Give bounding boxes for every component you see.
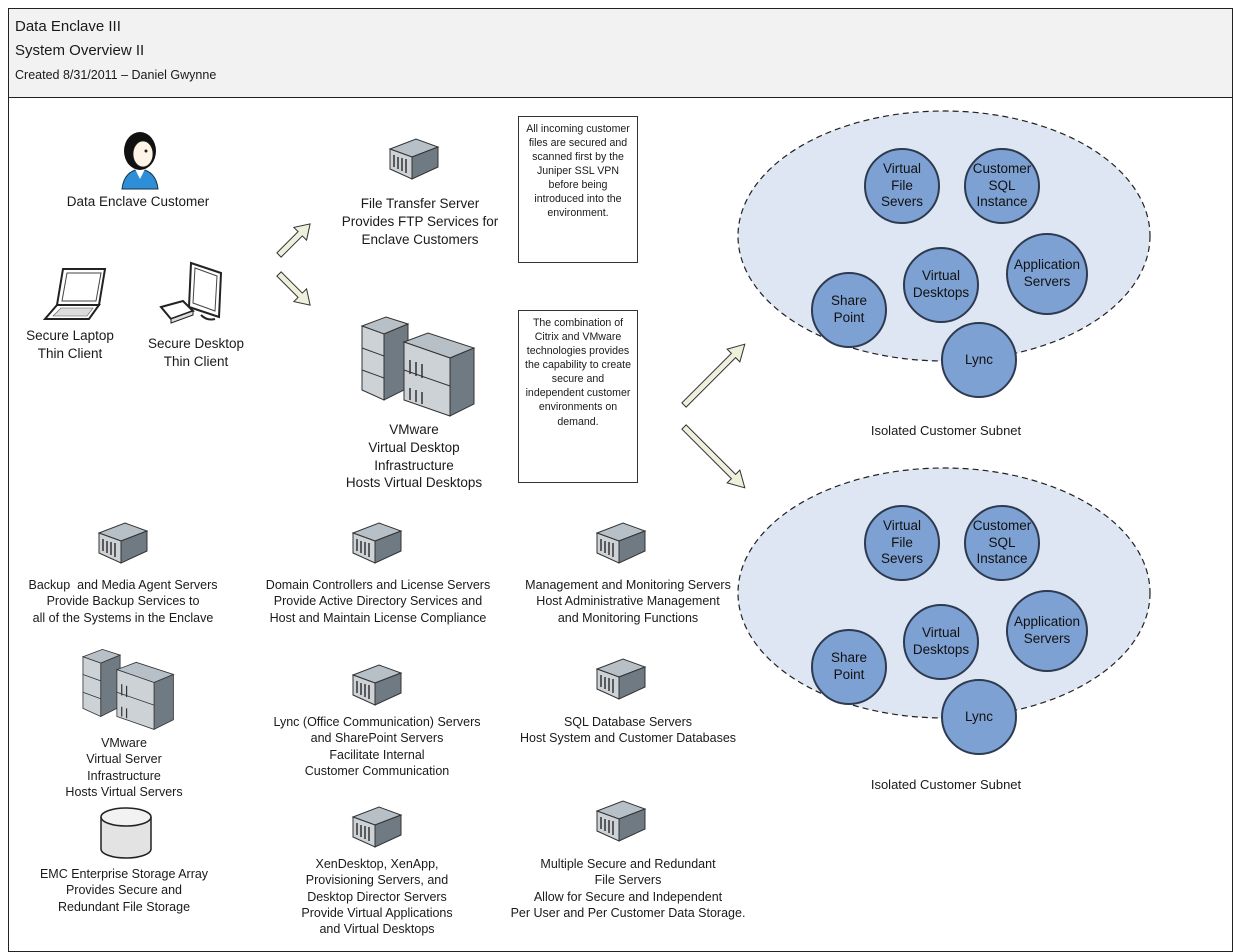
virtual-file-servers-node: Virtual File Severs (864, 148, 940, 224)
laptop-label: Secure Laptop Thin Client (26, 328, 114, 361)
customer-label: Data Enclave Customer (66, 194, 210, 209)
customer-sql-node: Customer SQL Instance (964, 148, 1040, 224)
server-icon (349, 521, 403, 570)
domain-controllers-label: Domain Controllers and License Servers P… (265, 578, 491, 625)
subnet-ellipse-bottom (737, 467, 1151, 719)
laptop-icon (42, 265, 109, 328)
citrix-vmware-note: The combination of Citrix and VMware tec… (518, 310, 638, 483)
lync-node: Lync (941, 679, 1017, 755)
subnet-ellipse-top (737, 110, 1151, 362)
virtual-file-servers-node: Virtual File Severs (864, 505, 940, 581)
server-cluster-icon (79, 647, 179, 736)
server-icon (349, 663, 403, 712)
desktop-computer-icon (155, 259, 231, 338)
server-icon (593, 657, 647, 706)
arrow-to-subnet-top-icon (681, 343, 746, 408)
server-icon (593, 521, 647, 570)
lync-sharepoint-label: Lync (Office Communication) Servers and … (273, 715, 481, 778)
sharepoint-node: Share Point (811, 629, 887, 705)
diagram-frame: Data Enclave III System Overview II Crea… (8, 8, 1233, 952)
server-cluster-icon (360, 314, 478, 423)
application-servers-node: Application Servers (1006, 590, 1088, 672)
virtual-desktops-node: Virtual Desktops (903, 604, 979, 680)
customer-sql-node: Customer SQL Instance (964, 505, 1040, 581)
citrix-servers-label: XenDesktop, XenApp, Provisioning Servers… (301, 857, 453, 936)
arrow-to-vdi-icon (276, 271, 311, 306)
subnet-caption-top: Isolated Customer Subnet (870, 423, 1022, 438)
subnet-caption-bottom: Isolated Customer Subnet (870, 777, 1022, 792)
header-panel: Data Enclave III System Overview II Crea… (9, 9, 1232, 98)
virtual-desktops-node: Virtual Desktops (903, 247, 979, 323)
emc-storage-label: EMC Enterprise Storage Array Provides Se… (39, 867, 209, 914)
sql-servers-label: SQL Database Servers Host System and Cus… (519, 715, 737, 746)
desktop-label: Secure Desktop Thin Client (147, 336, 245, 369)
server-icon (593, 799, 647, 848)
application-servers-node: Application Servers (1006, 233, 1088, 315)
ftp-label: File Transfer Server Provides FTP Servic… (341, 196, 499, 247)
server-icon (95, 521, 149, 570)
incoming-files-note: All incoming customer files are secured … (518, 116, 638, 263)
arrow-to-subnet-bottom-icon (681, 424, 746, 489)
diagram-subtitle: System Overview II (15, 42, 145, 59)
server-icon (349, 805, 403, 854)
backup-label: Backup and Media Agent Servers Provide B… (28, 578, 218, 625)
storage-array-icon (97, 805, 155, 868)
diagram-title: Data Enclave III (15, 18, 121, 35)
person-icon (108, 127, 172, 196)
arrow-to-ftp-icon (276, 223, 311, 258)
vmware-vsi-label: VMware Virtual Server Infrastructure Hos… (65, 736, 183, 799)
sharepoint-node: Share Point (811, 272, 887, 348)
server-icon (386, 137, 440, 186)
vmware-vdi-label: VMware Virtual Desktop Infrastructure Ho… (345, 422, 483, 491)
diagram-credit: Created 8/31/2011 – Daniel Gwynne (15, 68, 217, 82)
management-label: Management and Monitoring Servers Host A… (525, 578, 731, 625)
file-servers-label: Multiple Secure and Redundant File Serve… (510, 857, 746, 920)
lync-node: Lync (941, 322, 1017, 398)
